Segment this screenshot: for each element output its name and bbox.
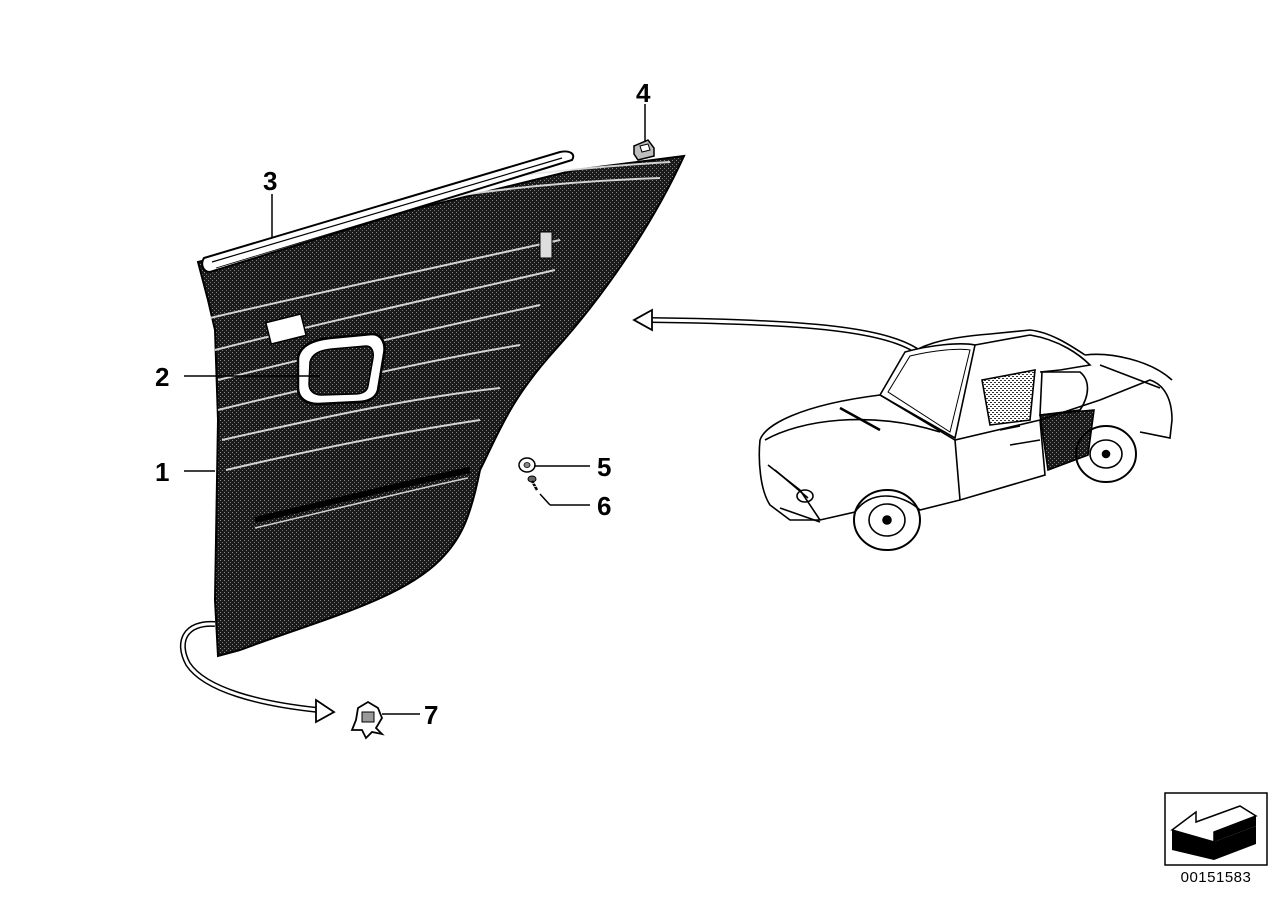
location-arrow-car bbox=[632, 308, 931, 363]
leader-lines bbox=[184, 104, 646, 715]
push-clip-part-7 bbox=[350, 700, 385, 740]
callout-4[interactable]: 4 bbox=[636, 78, 651, 108]
callout-6[interactable]: 6 bbox=[597, 491, 612, 521]
arrow-back-icon[interactable] bbox=[1164, 792, 1268, 866]
handle-bezel bbox=[296, 332, 386, 406]
callout-3[interactable]: 3 bbox=[263, 166, 278, 196]
clip-part-4 bbox=[633, 139, 655, 161]
washer-part-5 bbox=[518, 457, 536, 473]
car-illustration bbox=[758, 329, 1173, 551]
window-seal-strip bbox=[201, 150, 575, 274]
callout-1[interactable]: 1 bbox=[155, 457, 170, 487]
screw-part-6 bbox=[527, 475, 539, 491]
callout-2[interactable]: 2 bbox=[155, 362, 170, 392]
document-number: 00151583 bbox=[1180, 869, 1252, 886]
door-trim-panel bbox=[196, 154, 686, 658]
location-arrow-clip bbox=[180, 620, 336, 724]
callout-5[interactable]: 5 bbox=[597, 452, 612, 482]
callout-7[interactable]: 7 bbox=[424, 700, 439, 730]
